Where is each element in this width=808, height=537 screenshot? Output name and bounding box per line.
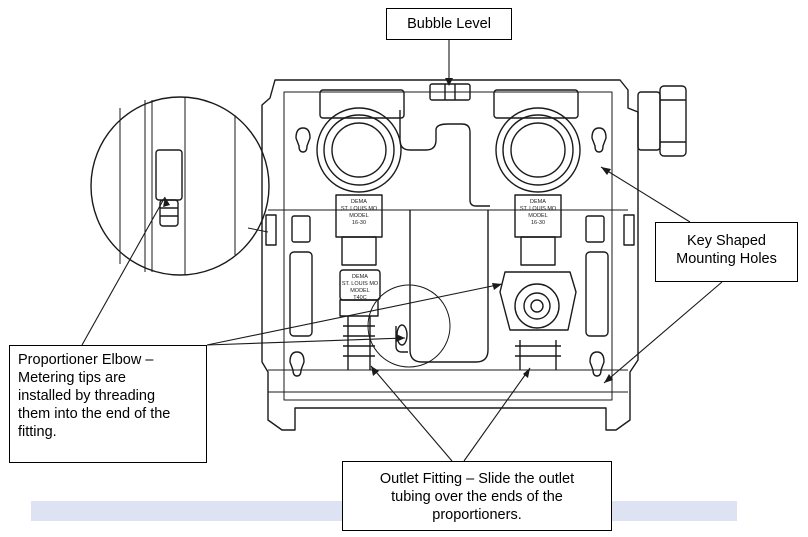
- right-tag-line2: ST. LOUIS MO: [520, 206, 557, 212]
- arrowheads: [163, 78, 613, 383]
- outlet-fitting: [499, 271, 577, 331]
- right-tag-line4: 16-30: [531, 220, 545, 226]
- callout-text: Mounting Holes: [676, 251, 777, 267]
- inlet-coupling: [637, 85, 687, 157]
- leader-lines: [81, 40, 723, 462]
- right-pump: [493, 89, 581, 370]
- callout-outlet-fitting: Outlet Fitting – Slide the outlet tubing…: [342, 461, 612, 531]
- callout-text: them into the end of the: [18, 406, 171, 422]
- left-tag-line4: 16-30: [352, 220, 366, 226]
- callout-text: Proportioner Elbow –: [18, 352, 154, 368]
- housing-outline: [261, 79, 639, 431]
- center-tag-line4: T40C: [353, 295, 366, 301]
- center-tag-line1: DEMA: [352, 274, 368, 280]
- detail-marker-circle: [367, 284, 451, 368]
- center-channel: [399, 110, 490, 363]
- side-details: [265, 214, 635, 337]
- callout-text: Metering tips are: [18, 370, 126, 386]
- callout-key-shaped-holes: Key Shaped Mounting Holes: [655, 222, 798, 282]
- callout-text: tubing over the ends of the: [391, 489, 563, 505]
- left-tag-line2: ST. LOUIS MO: [341, 206, 378, 212]
- left-pump: [316, 89, 405, 370]
- callout-proportioner-elbow: Proportioner Elbow – Metering tips are i…: [9, 345, 207, 463]
- center-tag-line3: MODEL: [350, 288, 370, 294]
- right-tag-line3: MODEL: [528, 213, 548, 219]
- callout-bubble-level: Bubble Level: [386, 8, 512, 40]
- callout-text: Outlet Fitting – Slide the outlet: [379, 471, 575, 487]
- proportioner-body: [339, 269, 408, 353]
- left-tag-line3: MODEL: [349, 213, 369, 219]
- callout-text: proportioners.: [432, 507, 522, 523]
- magnified-detail-circle: [90, 96, 270, 276]
- keyhole-mounting-holes: [289, 127, 607, 377]
- left-tag-line1: DEMA: [351, 199, 367, 205]
- callout-text: installed by threading: [18, 388, 156, 404]
- center-tag-line2: ST. LOUIS MO: [342, 281, 379, 287]
- callout-text: Bubble Level: [407, 16, 491, 32]
- callout-text: fitting.: [18, 424, 57, 440]
- right-tag-line1: DEMA: [530, 199, 546, 205]
- callout-text: Key Shaped: [686, 233, 766, 249]
